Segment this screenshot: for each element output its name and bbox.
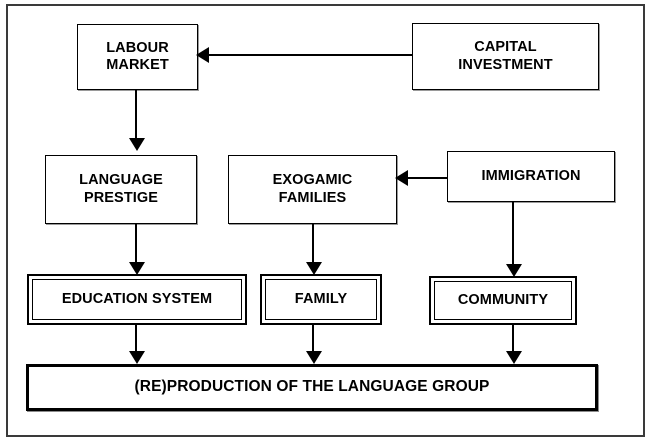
node-exogamic-families-label: EXOGAMIC FAMILIES	[272, 172, 353, 206]
arrowhead-exogamic-families-to-family	[306, 262, 322, 275]
arrowhead-labour-market-to-language-prestige	[129, 138, 145, 151]
edge-exogamic-families-to-family	[312, 224, 314, 268]
edge-language-prestige-to-education-system	[135, 224, 137, 268]
node-education-system[interactable]: EDUCATION SYSTEM	[27, 274, 247, 325]
arrowhead-family-to-reproduction	[306, 351, 322, 364]
arrowhead-education-system-to-reproduction	[129, 351, 145, 364]
node-language-prestige[interactable]: LANGUAGE PRESTIGE	[45, 155, 197, 224]
arrowhead-immigration-to-exogamic-families	[395, 170, 408, 186]
edge-labour-market-to-language-prestige	[135, 90, 137, 140]
node-community-label: COMMUNITY	[457, 291, 549, 308]
node-reproduction-label: (RE)PRODUCTION OF THE LANGUAGE GROUP	[134, 378, 490, 396]
arrowhead-language-prestige-to-education-system	[129, 262, 145, 275]
edge-community-to-reproduction	[512, 325, 514, 357]
node-immigration-label: IMMIGRATION	[481, 167, 581, 184]
node-education-system-label: EDUCATION SYSTEM	[61, 290, 213, 307]
node-language-prestige-label: LANGUAGE PRESTIGE	[79, 172, 163, 206]
edge-capital-investment-to-labour-market	[198, 54, 412, 56]
edge-immigration-to-community	[512, 202, 514, 268]
node-family[interactable]: FAMILY	[260, 274, 382, 325]
node-capital-investment-label: CAPITAL INVESTMENT	[458, 39, 553, 73]
node-exogamic-families[interactable]: EXOGAMIC FAMILIES	[228, 155, 397, 224]
node-education-system-inner: EDUCATION SYSTEM	[32, 279, 242, 320]
node-immigration[interactable]: IMMIGRATION	[447, 151, 615, 202]
node-labour-market[interactable]: LABOUR MARKET	[77, 24, 198, 90]
arrowhead-capital-investment-to-labour-market	[196, 47, 209, 63]
edge-immigration-to-exogamic-families	[397, 177, 447, 179]
node-labour-market-label: LABOUR MARKET	[106, 39, 169, 73]
diagram-frame: LABOUR MARKET CAPITAL INVESTMENT LANGUAG…	[6, 4, 645, 437]
node-family-label: FAMILY	[294, 290, 348, 307]
node-family-inner: FAMILY	[265, 279, 377, 320]
edge-education-system-to-reproduction	[135, 325, 137, 357]
node-community-inner: COMMUNITY	[434, 281, 572, 320]
arrowhead-community-to-reproduction	[506, 351, 522, 364]
node-community[interactable]: COMMUNITY	[429, 276, 577, 325]
node-reproduction-of-the-language-group[interactable]: (RE)PRODUCTION OF THE LANGUAGE GROUP	[26, 364, 598, 411]
edge-family-to-reproduction	[312, 325, 314, 357]
node-capital-investment[interactable]: CAPITAL INVESTMENT	[412, 23, 599, 90]
arrowhead-immigration-to-community	[506, 264, 522, 277]
